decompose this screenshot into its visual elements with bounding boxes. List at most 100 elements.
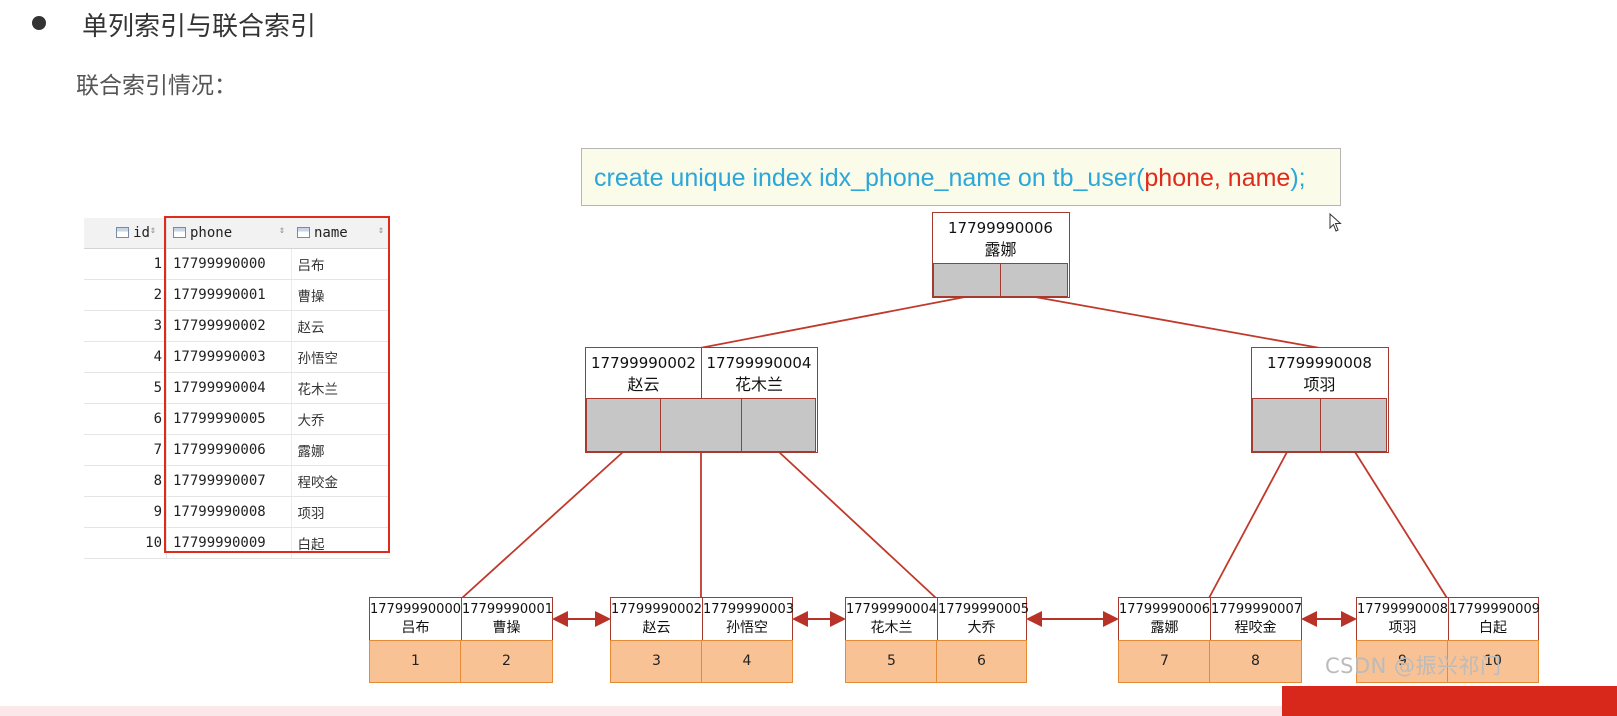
- mouse-cursor-icon: [1329, 213, 1342, 232]
- cell-name: 曹操: [291, 279, 390, 311]
- cell-name: 白起: [291, 527, 390, 559]
- key-separator: [461, 598, 462, 640]
- root-pointer-left: [933, 263, 1002, 297]
- leaf-row-id-cell: 1: [369, 640, 462, 683]
- internal-pointer: [1252, 398, 1322, 452]
- cell-name: 吕布: [291, 248, 390, 280]
- key-separator: [702, 598, 703, 640]
- cell-name: 大乔: [291, 403, 390, 435]
- bullet-icon: [32, 16, 46, 30]
- sql-part-2: phone, name: [1144, 164, 1291, 192]
- column-header-phone[interactable]: phone⇕: [166, 218, 291, 249]
- leaf-row-id-cell: 10: [1447, 640, 1539, 683]
- internal-pointer: [1320, 398, 1387, 452]
- sql-statement: create unique index idx_phone_name on tb…: [581, 148, 1341, 206]
- key-separator: [1210, 598, 1211, 640]
- heading: 单列索引与联合索引: [82, 12, 317, 42]
- subheading: 联合索引情况：: [76, 73, 237, 99]
- cell-id: 5: [84, 372, 167, 404]
- cell-phone: 17799990000: [166, 248, 292, 280]
- internal-pointer: [660, 398, 743, 452]
- sql-part-3: );: [1290, 164, 1306, 192]
- cell-phone: 17799990002: [166, 310, 292, 342]
- key-column-icon: [116, 227, 130, 238]
- column-header-id[interactable]: id⇕: [84, 218, 167, 249]
- cell-id: 2: [84, 279, 167, 311]
- column-icon: [173, 227, 186, 238]
- cell-id: 9: [84, 496, 167, 528]
- composite-index-highlight: [164, 216, 390, 553]
- cell-phone: 17799990008: [166, 496, 292, 528]
- internal-pointer: [586, 398, 662, 452]
- sort-icon[interactable]: ⇕: [149, 225, 156, 236]
- edge-l-leaf1: [461, 451, 624, 599]
- key-separator: [937, 598, 938, 640]
- leaf-row-id-cell: 2: [460, 640, 553, 683]
- leaf-row-id-cell: 9: [1356, 640, 1449, 683]
- edge-l-leaf3: [778, 451, 937, 599]
- cell-id: 10: [84, 527, 167, 559]
- leaf-row-id-cell: 5: [845, 640, 938, 683]
- column-icon: [297, 227, 310, 238]
- edge-r-leaf4: [1208, 451, 1288, 599]
- cell-id: 1: [84, 248, 167, 280]
- cell-id: 8: [84, 465, 167, 497]
- cell-id: 4: [84, 341, 167, 373]
- cell-id: 7: [84, 434, 167, 466]
- sort-icon[interactable]: ⇕: [278, 225, 285, 236]
- cell-name: 赵云: [291, 310, 390, 342]
- leaf-row-id-cell: 8: [1209, 640, 1302, 683]
- edge-root-left: [699, 296, 966, 349]
- cell-phone: 17799990004: [166, 372, 292, 404]
- leaf-row-id-cell: 7: [1118, 640, 1211, 683]
- leaf-row-id-cell: 3: [610, 640, 703, 683]
- cell-name: 程咬金: [291, 465, 390, 497]
- table-header-row: id⇕ phone⇕ name⇕: [84, 218, 390, 249]
- cell-phone: 17799990001: [166, 279, 292, 311]
- sort-icon[interactable]: ⇕: [377, 225, 384, 236]
- key-separator: [1448, 598, 1449, 640]
- key-separator: [701, 348, 702, 398]
- cell-phone: 17799990006: [166, 434, 292, 466]
- cell-name: 露娜: [291, 434, 390, 466]
- cell-id: 6: [84, 403, 167, 435]
- leaf-row-id-cell: 6: [936, 640, 1027, 683]
- cell-id: 3: [84, 310, 167, 342]
- watermark: CSDN @振兴祁门: [1325, 654, 1502, 678]
- cell-name: 花木兰: [291, 372, 390, 404]
- column-header-name[interactable]: name⇕: [291, 218, 390, 249]
- cell-phone: 17799990009: [166, 527, 292, 559]
- edge-r-leaf5: [1354, 451, 1448, 599]
